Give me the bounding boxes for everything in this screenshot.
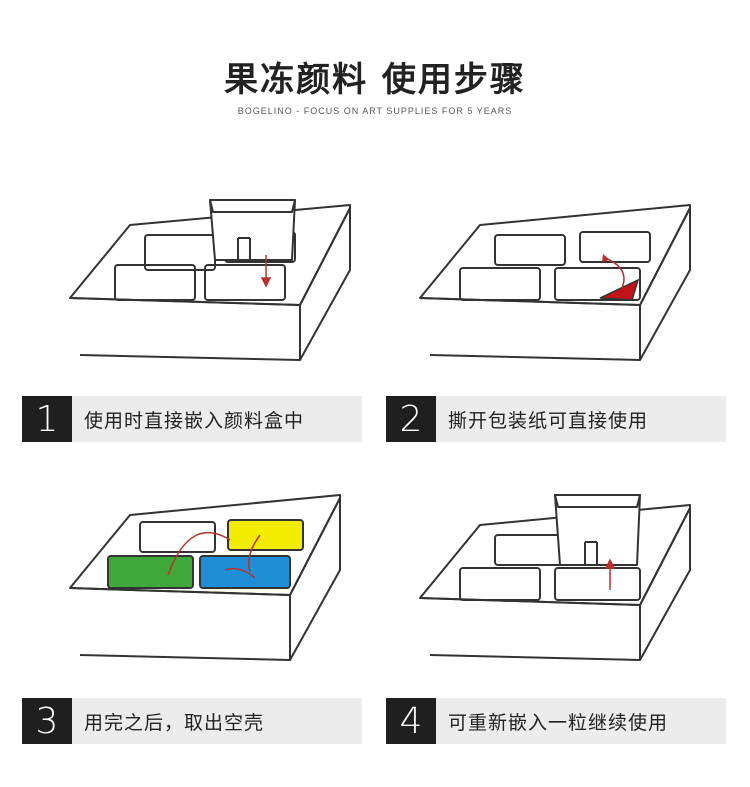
illustration-step-3: [60, 480, 380, 680]
illustration-step-2: [410, 180, 730, 380]
step-number: 2: [386, 396, 436, 442]
step-number: 4: [386, 698, 436, 744]
step-3-caption: 3 用完之后，取出空壳: [22, 698, 362, 744]
step-2-caption: 2 撕开包装纸可直接使用: [386, 396, 726, 442]
illustration-step-1: [60, 180, 380, 380]
page-title: 果冻颜料 使用步骤: [224, 60, 526, 100]
step-number: 1: [22, 396, 72, 442]
step-number: 3: [22, 698, 72, 744]
step-label: 用完之后，取出空壳: [72, 698, 362, 744]
step-label: 可重新嵌入一粒继续使用: [436, 698, 726, 744]
step-label: 使用时直接嵌入颜料盒中: [72, 396, 362, 442]
step-label: 撕开包装纸可直接使用: [436, 396, 726, 442]
page-subtitle: BOGELINO - FOCUS ON ART SUPPLIES FOR 5 Y…: [237, 106, 513, 116]
illustration-step-4: [410, 480, 730, 680]
step-1-caption: 1 使用时直接嵌入颜料盒中: [22, 396, 362, 442]
step-4-caption: 4 可重新嵌入一粒继续使用: [386, 698, 726, 744]
